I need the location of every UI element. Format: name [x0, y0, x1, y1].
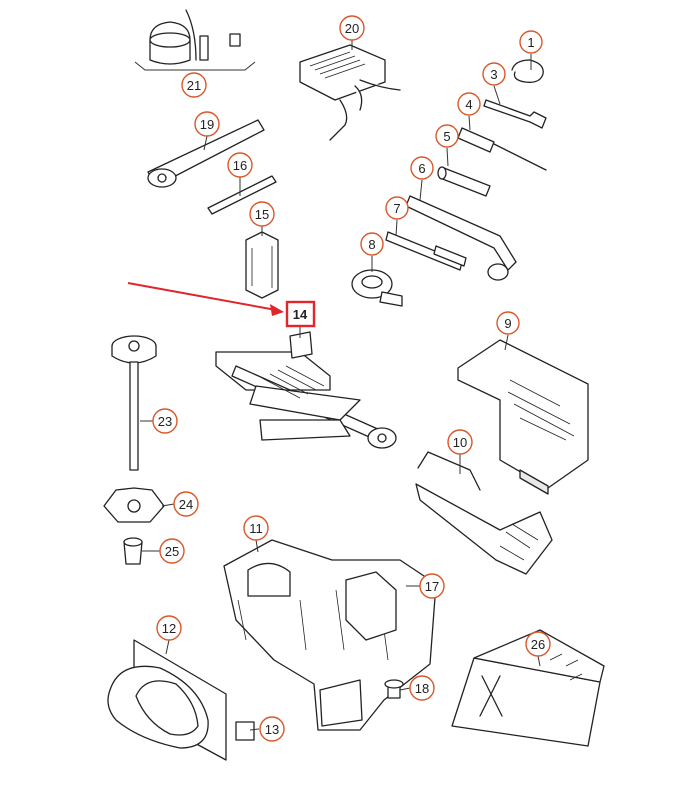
part-10-drawing	[415, 451, 553, 575]
callout-9-label: 9	[504, 316, 511, 331]
callout-20: 20	[339, 15, 365, 41]
part-23-drawing	[111, 335, 157, 471]
part-24-drawing	[103, 487, 165, 523]
part-8-drawing	[351, 269, 403, 307]
part-1-drawing	[511, 59, 544, 83]
callout-8: 8	[360, 232, 384, 256]
part-21-drawing	[134, 9, 256, 71]
part-18-drawing	[384, 679, 404, 699]
callout-16-label: 16	[233, 158, 247, 173]
part-13-drawing	[235, 721, 255, 741]
callout-1: 1	[519, 30, 543, 54]
callout-11-label: 11	[249, 521, 263, 536]
callout-23: 23	[152, 408, 178, 434]
part-9-drawing	[457, 339, 589, 495]
part-11-17-drawing	[223, 539, 437, 731]
callout-13: 13	[259, 716, 285, 742]
callout-20-label: 20	[345, 21, 359, 36]
callout-15-label: 15	[255, 207, 269, 222]
callout-24-label: 24	[179, 497, 193, 512]
part-16-drawing	[207, 175, 277, 215]
callout-25-label: 25	[165, 544, 179, 559]
callout-3: 3	[482, 62, 506, 86]
callout-14-highlighted: 14	[285, 300, 316, 328]
part-20-drawing	[299, 44, 401, 141]
callout-19: 19	[194, 111, 220, 137]
callout-13-label: 13	[265, 722, 279, 737]
callout-26-label: 26	[531, 637, 545, 652]
part-19-drawing	[147, 119, 265, 188]
callout-16: 16	[227, 152, 253, 178]
callout-11: 11	[243, 515, 269, 541]
callout-17: 17	[419, 573, 445, 599]
leader-lines	[140, 40, 541, 731]
callout-5-label: 5	[443, 129, 450, 144]
part-4-drawing	[457, 127, 547, 171]
callout-24: 24	[173, 491, 199, 517]
callout-4: 4	[457, 92, 481, 116]
part-12-drawing	[107, 639, 227, 761]
callout-17-label: 17	[425, 579, 439, 594]
callout-10: 10	[447, 429, 473, 455]
callout-4-label: 4	[465, 97, 472, 112]
callout-25: 25	[159, 538, 185, 564]
callouts: 1 3 4 5 6 7 8 9 10 11 12 13 14 15 16 17 …	[152, 15, 551, 742]
callout-14-label: 14	[293, 307, 308, 322]
callout-8-label: 8	[368, 237, 375, 252]
callout-3-label: 3	[490, 67, 497, 82]
callout-18: 18	[409, 675, 435, 701]
callout-6-label: 6	[418, 161, 425, 176]
part-14-drawing	[215, 331, 397, 449]
highlight-arrow	[127, 282, 284, 316]
callout-26: 26	[525, 631, 551, 657]
part-15-drawing	[245, 231, 279, 299]
callout-23-label: 23	[158, 414, 172, 429]
part-3-drawing	[483, 99, 547, 129]
callout-18-label: 18	[415, 681, 429, 696]
callout-5: 5	[435, 124, 459, 148]
callout-6: 6	[410, 156, 434, 180]
part-5-drawing	[437, 166, 491, 197]
callout-7-label: 7	[393, 201, 400, 216]
part-25-drawing	[123, 537, 143, 565]
callout-19-label: 19	[200, 117, 214, 132]
callout-9: 9	[496, 311, 520, 335]
callout-12-label: 12	[162, 621, 176, 636]
callout-7: 7	[385, 196, 409, 220]
callout-21: 21	[181, 72, 207, 98]
callout-12: 12	[156, 615, 182, 641]
callout-1-label: 1	[527, 35, 534, 50]
callout-10-label: 10	[453, 435, 467, 450]
callout-21-label: 21	[187, 78, 201, 93]
callout-15: 15	[249, 201, 275, 227]
